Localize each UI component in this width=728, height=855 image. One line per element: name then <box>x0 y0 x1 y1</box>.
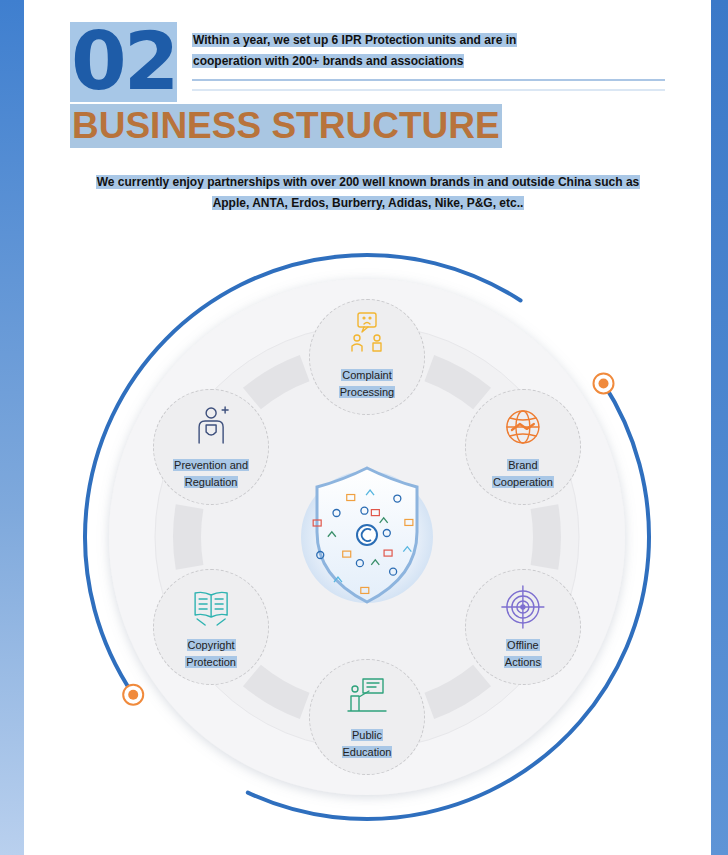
shield-doodle <box>366 490 374 495</box>
shield-doodle <box>313 520 321 526</box>
globe-icon <box>507 411 539 443</box>
function-label: Copyright Protection <box>185 639 237 668</box>
function-circle: Offline Actions <box>465 569 581 685</box>
ring-link <box>424 665 491 719</box>
subtitle: We currently enjoy partnerships with ove… <box>96 175 641 210</box>
header-note: Within a year, we set up 6 IPR Protectio… <box>192 33 517 68</box>
section-number-box: 02 <box>70 22 177 102</box>
ring-link <box>243 355 310 409</box>
ring-link <box>173 504 203 570</box>
orange-dot <box>123 685 143 705</box>
node-disc <box>309 299 425 415</box>
function-label-block: Brand Cooperation <box>487 457 559 491</box>
blue-arc <box>248 383 649 819</box>
copyright-mark <box>357 525 377 545</box>
title-block: BUSINESS STRUCTURE <box>70 104 502 148</box>
shield-doodle <box>356 560 363 567</box>
ring-link <box>243 665 310 719</box>
function-label-block: Public Education <box>334 727 400 761</box>
shield-doodle <box>317 552 324 559</box>
shield-doodle <box>343 551 351 557</box>
shield-doodle <box>361 587 369 593</box>
function-circle: Complaint Processing <box>309 299 425 415</box>
node-disc <box>309 659 425 775</box>
shield-doodle <box>383 530 390 537</box>
function-label-block: Prevention and Regulation <box>167 457 255 491</box>
function-circle: Copyright Protection <box>153 569 269 685</box>
orange-dot <box>128 690 138 700</box>
function-label: Public Education <box>342 729 393 758</box>
orange-dot <box>594 373 614 393</box>
outer-disc <box>109 279 625 795</box>
function-label-block: Copyright Protection <box>175 637 247 671</box>
book-icon <box>195 592 227 625</box>
blue-arc <box>85 255 521 695</box>
rule-line <box>192 89 665 90</box>
function-label-block: Complaint Processing <box>331 367 403 401</box>
shield-doodle <box>390 568 397 575</box>
complaint-icon <box>352 313 381 351</box>
function-label: Prevention and Regulation <box>173 459 249 488</box>
page-title: BUSINESS STRUCTURE <box>70 104 502 148</box>
shield-doodle <box>371 560 379 565</box>
shield-doodle <box>405 519 413 525</box>
rule-line <box>192 79 665 81</box>
side-band <box>0 0 24 855</box>
target-icon <box>502 586 544 628</box>
ring-link <box>531 504 561 570</box>
function-circle: Prevention and Regulation <box>153 389 269 505</box>
shield-doodle <box>334 577 342 582</box>
node-disc <box>153 569 269 685</box>
function-circle: Public Education <box>309 659 425 775</box>
function-circle: Brand Cooperation <box>465 389 581 505</box>
ring-link <box>424 355 491 409</box>
function-label: Offline Actions <box>504 639 542 668</box>
shield-doodle <box>371 510 379 516</box>
shield-doodle <box>394 495 401 502</box>
node-disc <box>153 389 269 505</box>
shield-doodle <box>333 510 340 517</box>
function-label-block: Offline Actions <box>497 637 549 671</box>
shield-doodle <box>403 547 411 552</box>
shield <box>317 468 417 602</box>
shield-doodle <box>380 518 388 523</box>
copyright-mark <box>362 529 371 541</box>
shield-doodle <box>328 532 336 537</box>
function-label: Brand Cooperation <box>492 459 554 488</box>
shield-doodle <box>361 507 368 514</box>
function-label: Complaint Processing <box>339 369 395 398</box>
subtitle-block: We currently enjoy partnerships with ove… <box>78 172 658 214</box>
guard-icon <box>199 407 228 443</box>
node-disc <box>465 569 581 685</box>
orange-dot <box>599 378 609 388</box>
side-band <box>711 0 728 855</box>
teacher-icon <box>348 679 386 711</box>
header-note-block: Within a year, we set up 6 IPR Protectio… <box>192 30 552 72</box>
section-number: 02 <box>71 22 176 102</box>
shield-doodle <box>347 495 355 501</box>
shield-doodle <box>384 550 392 556</box>
node-disc <box>465 389 581 505</box>
